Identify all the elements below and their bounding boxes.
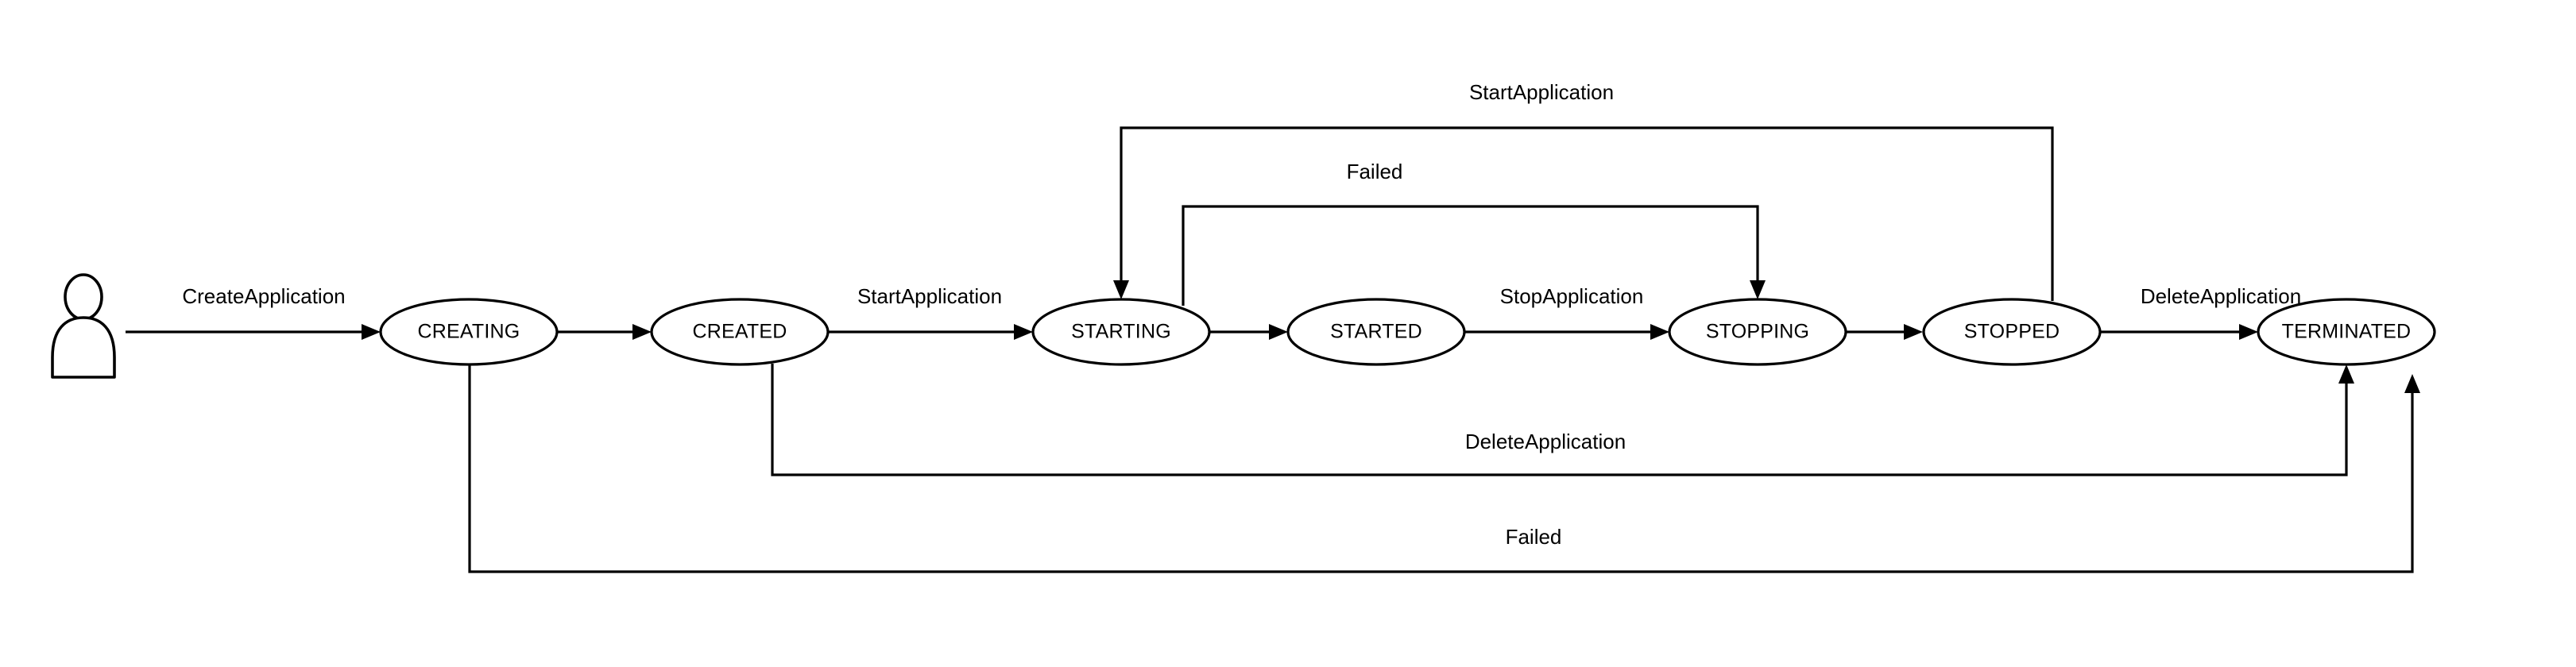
state-ellipse [650,298,830,366]
arrow-head-icon [632,324,652,340]
node-layer: CREATING CREATED STARTING STARTED STOPPI… [379,298,2436,366]
edge-line [1182,205,1759,306]
edge-label-failed-creating: Failed [1506,525,1562,549]
arrow-head-icon [1014,324,1033,340]
edge-created-to-terminated[interactable] [771,364,2354,476]
edge-line [771,364,2348,476]
edge-layer [126,126,2420,573]
state-node-starting[interactable]: STARTING [1031,298,1211,366]
edge-starting-to-started[interactable] [1209,324,1288,340]
state-ellipse [1922,298,2102,366]
arrow-head-icon [1650,324,1669,340]
arrow-head-icon [362,324,381,340]
edge-stopped-to-starting[interactable] [1113,126,2054,301]
state-ellipse [379,298,559,366]
edge-label-layer: CreateApplication StartApplication StopA… [182,80,2301,549]
state-ellipse [1668,298,1847,366]
edge-line [468,364,2414,573]
state-node-created[interactable]: CREATED [650,298,830,366]
edge-creating-to-terminated[interactable] [468,364,2420,573]
arrow-head-icon [1750,280,1766,299]
state-label: STARTING [1071,321,1171,343]
edge-label-delete-application-created: DeleteApplication [1465,430,1626,453]
edge-starting-to-stopping[interactable] [1182,205,1766,306]
edge-line [1120,126,2054,301]
edge-label-failed-starting: Failed [1347,160,1403,183]
edge-label-stop-application: StopApplication [1500,284,1644,308]
state-ellipse [1031,298,1211,366]
edge-actor-to-creating[interactable] [126,324,381,340]
state-label: TERMINATED [2282,321,2412,343]
state-node-terminated[interactable]: TERMINATED [2257,298,2436,366]
actor-body-icon [51,316,116,379]
edge-label-create-application: CreateApplication [182,284,345,308]
state-label: CREATING [418,321,520,343]
arrow-head-icon [1113,280,1129,299]
state-label: STARTED [1330,321,1422,343]
arrow-head-icon [1269,324,1288,340]
state-node-started[interactable]: STARTED [1286,298,1466,366]
edge-label-start-application: StartApplication [857,284,1002,308]
arrow-head-icon [2239,324,2258,340]
state-label: STOPPED [1964,321,2060,343]
state-node-stopped[interactable]: STOPPED [1922,298,2102,366]
edge-label-start-application-restart: StartApplication [1469,80,1614,104]
state-ellipse [1286,298,1466,366]
edge-started-to-stopping[interactable] [1464,324,1669,340]
arrow-head-icon [1904,324,1923,340]
actor-head-icon [64,273,103,321]
arrow-head-icon [2404,374,2420,393]
edge-label-delete-application: DeleteApplication [2141,284,2301,308]
edge-creating-to-created[interactable] [557,324,652,340]
user-actor[interactable] [51,273,116,379]
state-label: CREATED [692,321,787,343]
state-node-stopping[interactable]: STOPPING [1668,298,1847,366]
edge-stopping-to-stopped[interactable] [1846,324,1923,340]
edge-created-to-starting[interactable] [828,324,1033,340]
state-label: STOPPING [1706,321,1809,343]
state-ellipse [2257,298,2436,366]
edge-stopped-to-terminated[interactable] [2100,324,2258,340]
arrow-head-icon [2338,364,2354,384]
state-node-creating[interactable]: CREATING [379,298,559,366]
